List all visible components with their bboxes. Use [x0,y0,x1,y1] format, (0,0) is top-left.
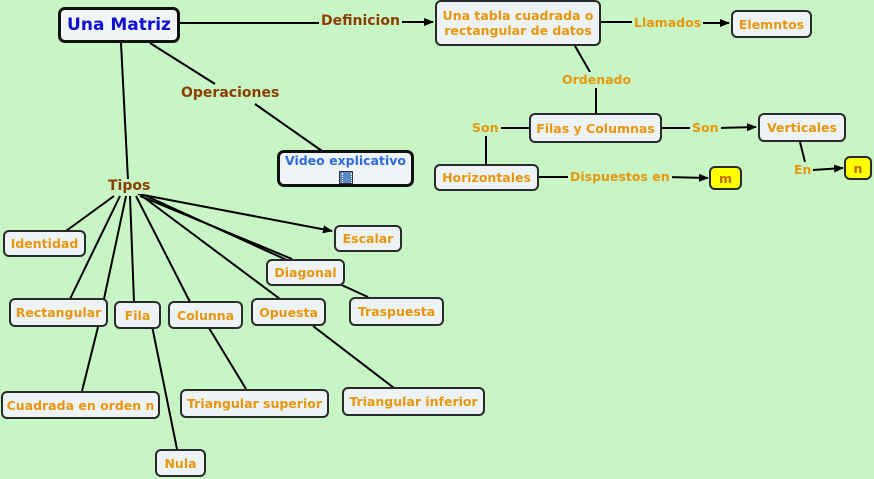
type-diagonal-node[interactable]: Diagonal [266,259,345,286]
type-columna-node[interactable]: Colunna [168,301,243,329]
film-icon[interactable] [338,171,353,184]
type-opuesta-node[interactable]: Opuesta [251,298,326,326]
type-traspuesta-node[interactable]: Traspuesta [349,297,444,326]
main-concept-node[interactable]: Una Matriz [58,7,180,43]
definition-node[interactable]: Una tabla cuadrada o rectangular de dato… [435,0,601,46]
link-label-definicion: Definicion [319,13,402,29]
type-identidad-node[interactable]: Identidad [3,230,86,257]
video-label: Video explicativo [284,153,406,168]
link-label-llamados: Llamados [632,15,704,30]
link-label-dispuestos: Dispuestos en [568,169,672,184]
type-triangular-superior-node[interactable]: Triangular superior [180,389,329,418]
n-node[interactable]: n [844,156,872,180]
type-rectangular-node[interactable]: Rectangular [9,298,108,327]
verticales-node[interactable]: Verticales [758,113,846,142]
filas-columnas-node[interactable]: Filas y Columnas [529,113,662,143]
type-triangular-inferior-node[interactable]: Triangular inferior [342,387,485,416]
link-label-son-right: Son [690,120,721,135]
type-nula-node[interactable]: Nula [155,449,206,477]
link-label-son-left: Son [470,120,501,135]
link-label-tipos: Tipos [106,178,153,194]
type-cuadrada-node[interactable]: Cuadrada en orden n [1,391,160,419]
horizontales-node[interactable]: Horizontales [434,164,539,191]
m-node[interactable]: m [709,166,742,190]
type-fila-node[interactable]: Fila [114,301,161,329]
link-label-ordenado: Ordenado [560,72,634,87]
link-label-en: En [792,162,814,177]
type-escalar-node[interactable]: Escalar [334,225,402,252]
elementos-node[interactable]: Elemntos [731,10,812,38]
link-label-operaciones: Operaciones [179,85,282,101]
video-resource-node[interactable]: Video explicativo [277,150,414,187]
